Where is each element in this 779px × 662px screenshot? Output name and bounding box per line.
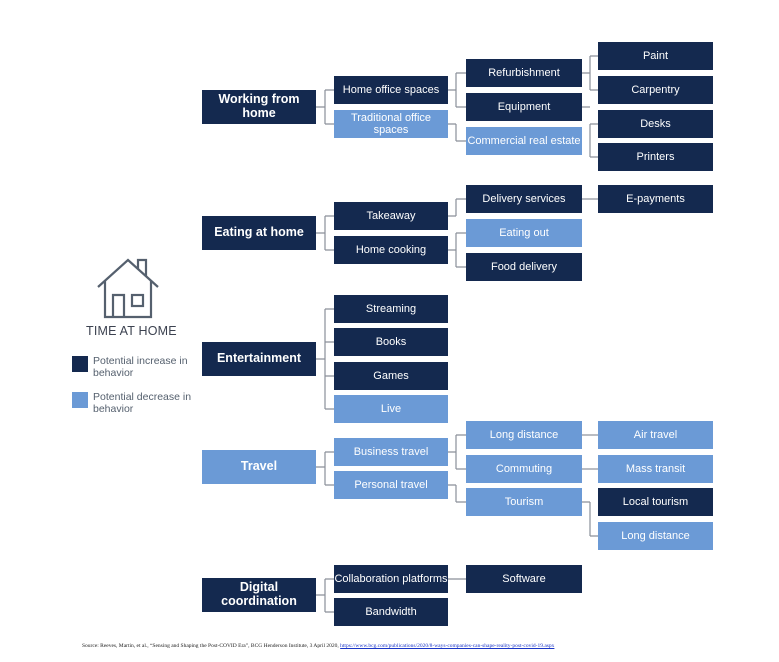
- node-games: Games: [334, 362, 448, 390]
- source-footnote: Source: Reeves, Martin, et al., “Sensing…: [82, 643, 554, 649]
- home-title: TIME AT HOME: [86, 324, 177, 338]
- node-desks: Desks: [598, 110, 713, 138]
- node-live: Live: [334, 395, 448, 423]
- category-working-from-home: Working from home: [202, 90, 316, 124]
- legend-decrease-label: Potential decrease in behavior: [93, 391, 192, 416]
- node-home-office-spaces: Home office spaces: [334, 76, 448, 104]
- node-collaboration-platforms: Collaboration platforms: [334, 565, 448, 593]
- node-e-payments: E-payments: [598, 185, 713, 213]
- node-traditional-office-spaces: Traditional office spaces: [334, 110, 448, 138]
- legend-increase-swatch: [72, 356, 88, 372]
- node-mass-transit: Mass transit: [598, 455, 713, 483]
- node-local-tourism: Local tourism: [598, 488, 713, 516]
- category-digital-coordination: Digital coordination: [202, 578, 316, 612]
- node-long-distance-2: Long distance: [598, 522, 713, 550]
- node-food-delivery: Food delivery: [466, 253, 582, 281]
- node-tourism: Tourism: [466, 488, 582, 516]
- node-commuting: Commuting: [466, 455, 582, 483]
- node-air-travel: Air travel: [598, 421, 713, 449]
- category-eating-at-home: Eating at home: [202, 216, 316, 250]
- node-equipment: Equipment: [466, 93, 582, 121]
- node-paint: Paint: [598, 42, 713, 70]
- legend-increase-label: Potential increase in behavior: [93, 355, 188, 380]
- house-icon: [97, 258, 159, 319]
- node-home-cooking: Home cooking: [334, 236, 448, 264]
- source-link[interactable]: https://www.bcg.com/publications/2020/8-…: [340, 643, 555, 649]
- category-travel: Travel: [202, 450, 316, 484]
- node-business-travel: Business travel: [334, 438, 448, 466]
- node-personal-travel: Personal travel: [334, 471, 448, 499]
- node-software: Software: [466, 565, 582, 593]
- node-bandwidth: Bandwidth: [334, 598, 448, 626]
- node-books: Books: [334, 328, 448, 356]
- legend-decrease-swatch: [72, 392, 88, 408]
- source-text: Source: Reeves, Martin, et al., “Sensing…: [82, 643, 341, 649]
- node-long-distance: Long distance: [466, 421, 582, 449]
- category-entertainment: Entertainment: [202, 342, 316, 376]
- node-printers: Printers: [598, 143, 713, 171]
- node-delivery-services: Delivery services: [466, 185, 582, 213]
- node-carpentry: Carpentry: [598, 76, 713, 104]
- node-refurbishment: Refurbishment: [466, 59, 582, 87]
- node-takeaway: Takeaway: [334, 202, 448, 230]
- node-eating-out: Eating out: [466, 219, 582, 247]
- node-commercial-real-estate: Commercial real estate: [466, 127, 582, 155]
- node-streaming: Streaming: [334, 295, 448, 323]
